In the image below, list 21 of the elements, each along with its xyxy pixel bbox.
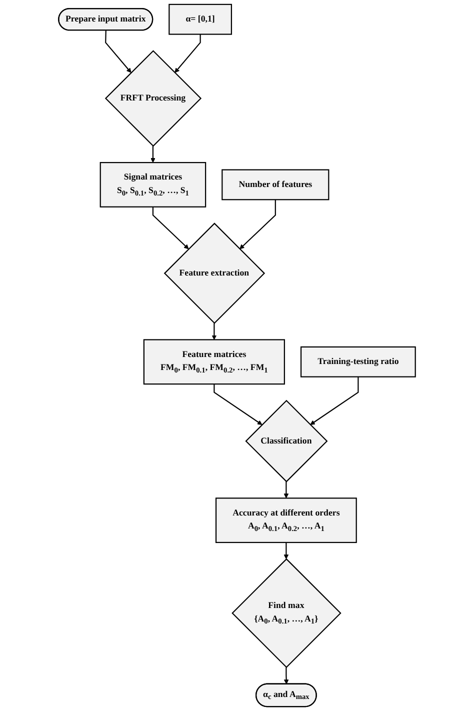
node-diamond: FRFT Processing <box>104 50 202 147</box>
arrow <box>212 323 217 340</box>
node-box: α= [0,1] <box>168 4 232 35</box>
node-diamond: Find max {A$_{0}$, A$_{0.1}$, …, A$_{1}$} <box>232 558 342 668</box>
arrow <box>150 146 156 163</box>
node-diamond: Feature extraction <box>164 222 266 324</box>
node-box: Training-testing ratio <box>300 346 416 378</box>
arrow <box>105 30 132 73</box>
arrow <box>284 542 289 560</box>
node-box: Feature matrices FM$_{0}$, FM$_{0.1}$, FM$_{0.2}$, …, FM$_{1}$ <box>143 339 285 385</box>
arrow <box>152 206 189 250</box>
arrow <box>214 384 262 425</box>
node-box: Signal matrices S$_{0}$, S$_{0.1}$, S$_{0.2}$, …, S$_{1}$ <box>100 162 206 208</box>
node-box: Number of features <box>222 169 330 200</box>
arrow <box>240 200 276 250</box>
arrow <box>174 34 201 73</box>
arrow <box>284 482 289 498</box>
arrow <box>310 376 359 425</box>
arrow <box>284 667 289 684</box>
node-diamond: Classification <box>245 400 328 482</box>
node-box: Accuracy at different orders A$_{0}$, A$_{0.1}$, A$_{0.2}$, …, A$_{1}$ <box>215 498 357 544</box>
